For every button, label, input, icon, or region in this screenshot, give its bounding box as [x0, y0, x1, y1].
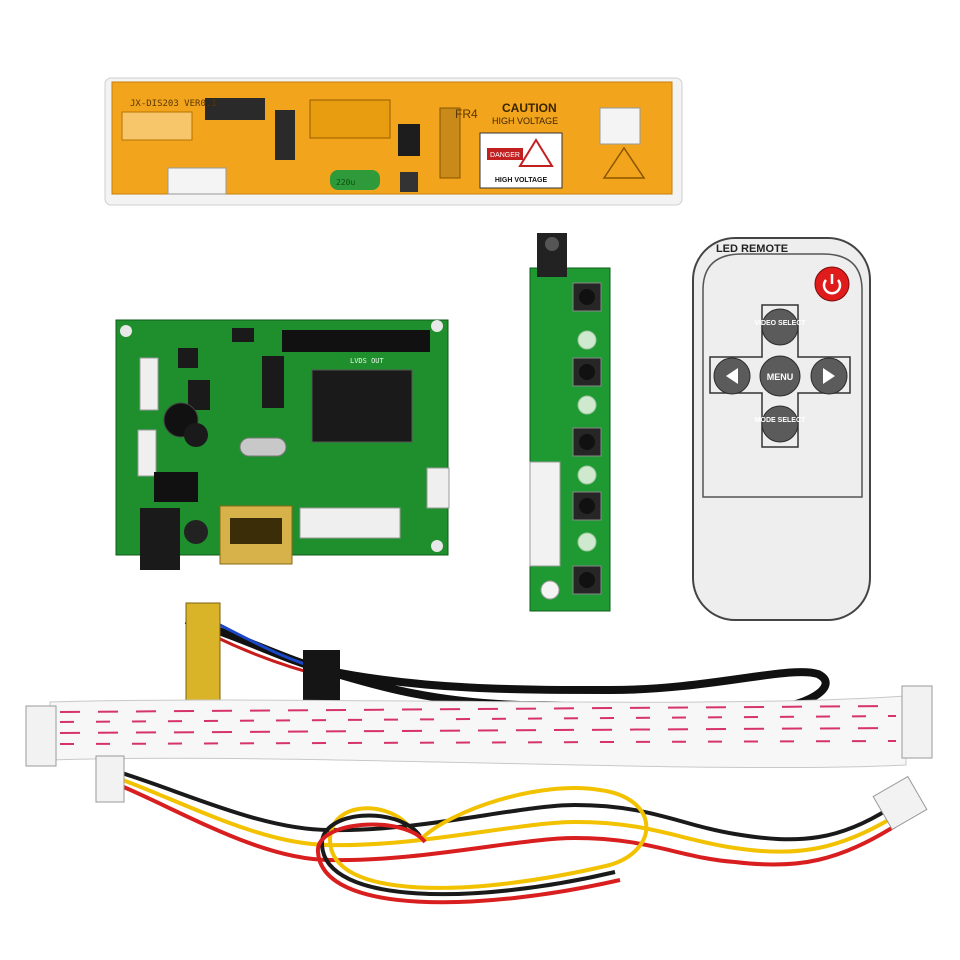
- remote-title: LED REMOTE: [716, 243, 788, 255]
- power-button[interactable]: [814, 266, 850, 302]
- controller-board: LVDS OUT: [115, 319, 450, 570]
- video-select-button[interactable]: VIDEO SELECT: [754, 308, 806, 346]
- warning-triangle-icon: [518, 138, 554, 167]
- inverter-fr4-label: FR4: [455, 107, 478, 121]
- pin-header: [282, 330, 430, 352]
- capacitor-label: 220u: [336, 178, 355, 187]
- power-connector-right: [872, 775, 928, 831]
- power-wires: [95, 755, 928, 905]
- key-buttons: [572, 282, 602, 595]
- power-icon: [822, 279, 842, 295]
- caution-subtitle: HIGH VOLTAGE: [492, 116, 558, 126]
- video-select-label: VIDEO SELECT: [754, 320, 806, 327]
- hv-triangle-icon: [602, 146, 646, 179]
- power-jack: [140, 508, 180, 570]
- main-chip: [311, 369, 413, 443]
- right-button[interactable]: [810, 357, 848, 395]
- caution-title: CAUTION: [502, 101, 557, 115]
- left-button[interactable]: [713, 357, 751, 395]
- power-connector-left: [95, 755, 125, 803]
- inverter-model-label: JX-DIS203 VER0.1: [130, 99, 217, 109]
- key-board: [529, 233, 611, 612]
- triangle-left-icon: [726, 368, 738, 384]
- mode-select-label: MODE SELECT: [755, 417, 806, 424]
- danger-sub: HIGH VOLTAGE: [495, 177, 548, 184]
- danger-label: DANGER: [490, 152, 520, 159]
- inverter-board: JX-DIS203 VER0.1 FR4 CAUTION HIGH VOLTAG…: [104, 77, 683, 206]
- triangle-right-icon: [823, 368, 835, 384]
- ribbon-connector-left: [25, 705, 57, 767]
- menu-label: MENU: [767, 372, 794, 382]
- remote-control: LED REMOTE VIDEO SELECT MENU: [692, 237, 871, 621]
- danger-sticker: DANGER HIGH VOLTAGE: [479, 132, 563, 189]
- lvds-out-label: LVDS OUT: [350, 357, 385, 365]
- menu-button[interactable]: MENU: [759, 355, 801, 397]
- ribbon-connector-right: [901, 685, 933, 759]
- ribbon-cable: [25, 685, 933, 769]
- mode-select-button[interactable]: MODE SELECT: [755, 405, 806, 443]
